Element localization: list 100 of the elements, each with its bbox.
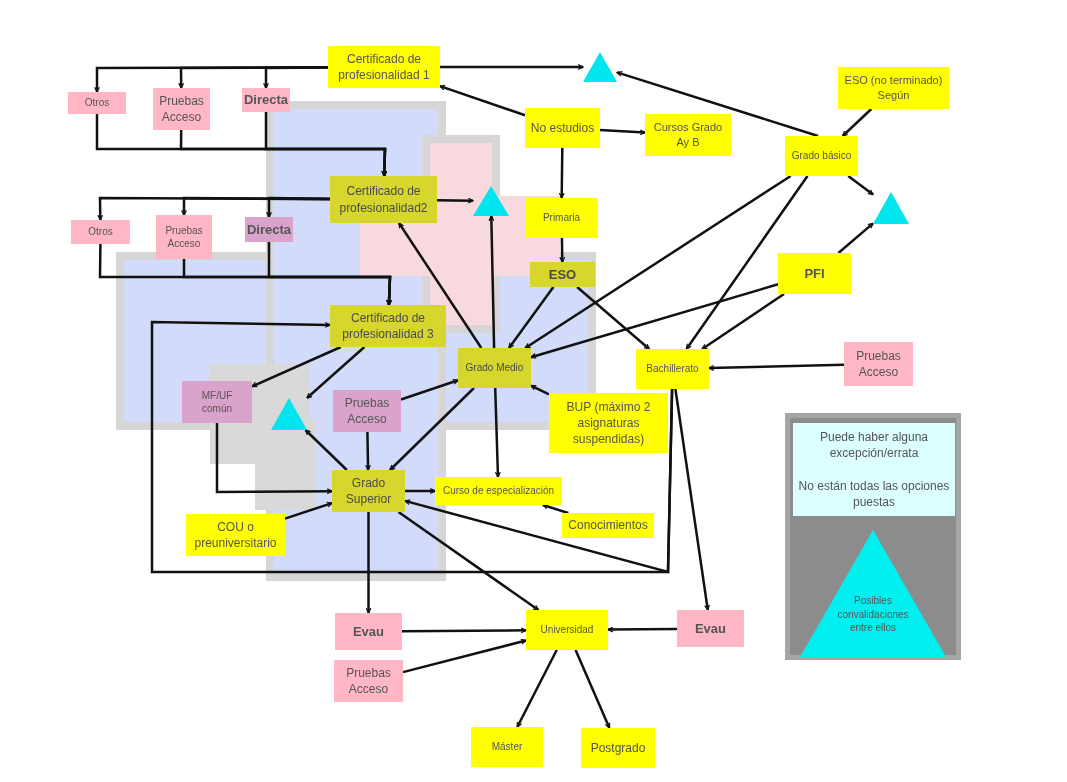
node-label: Pruebas Acceso	[345, 664, 392, 698]
process-box	[785, 136, 858, 176]
process-box	[636, 349, 709, 389]
arrow	[405, 488, 436, 494]
arrow	[397, 222, 483, 349]
arrow	[493, 387, 501, 478]
arrow	[559, 238, 566, 263]
process-box	[525, 198, 598, 238]
triangle-marker	[583, 52, 617, 82]
node-label: Certificado de profesionalidad 1	[337, 50, 431, 84]
arrow	[251, 345, 342, 388]
process-box	[332, 470, 405, 512]
node-label: Postgrado	[590, 739, 646, 757]
process-box	[330, 305, 446, 347]
arrow	[674, 388, 711, 611]
process-box	[186, 514, 285, 556]
node-label: Pruebas Acceso	[343, 394, 391, 428]
node-label: Bachillerato	[646, 362, 699, 376]
node-label: Universidad	[540, 623, 594, 637]
process-box	[458, 348, 531, 388]
process-box	[581, 728, 655, 768]
arrow	[267, 242, 393, 306]
node-label: Puede haber alguna excepción/errata	[818, 429, 930, 462]
arrow	[508, 286, 555, 349]
node-label: Máster	[491, 740, 523, 754]
node-label: Otros	[88, 225, 113, 239]
node-label: Directa	[246, 220, 292, 239]
node-label: Cursos Grado Ay B	[652, 120, 724, 150]
process-box	[333, 390, 401, 432]
arrow	[530, 384, 550, 396]
node-label: ESO	[548, 265, 577, 284]
node-label: COU o preuniversitario	[193, 518, 278, 552]
arrow	[599, 128, 646, 136]
arrow	[524, 174, 792, 350]
triangle-marker	[473, 186, 509, 216]
arrow	[847, 175, 874, 196]
arrow	[616, 70, 820, 138]
arrow	[558, 148, 565, 199]
arrow	[304, 429, 348, 471]
node-label: PFI	[804, 264, 825, 283]
node-label: Evau	[694, 619, 727, 638]
process-box	[844, 342, 913, 386]
arrow	[284, 501, 333, 520]
process-box	[526, 610, 608, 650]
triangle-note	[800, 530, 946, 657]
arrow	[263, 66, 328, 89]
process-box	[156, 215, 212, 259]
process-box	[328, 46, 440, 88]
node-label: No estudios	[530, 119, 595, 137]
note-panel	[785, 413, 961, 660]
arrow	[542, 503, 569, 515]
arrow	[306, 346, 366, 399]
node-label: Pruebas Acceso	[164, 223, 204, 251]
arrow	[607, 626, 677, 633]
node-label: Evau	[352, 622, 385, 641]
arrow	[437, 197, 474, 204]
arrow	[837, 222, 874, 254]
process-box	[334, 660, 403, 702]
arrow	[365, 512, 372, 614]
process-box	[530, 262, 595, 287]
node-label: Otros	[84, 96, 110, 110]
arrow	[400, 378, 459, 401]
arrow	[708, 363, 845, 371]
process-box	[838, 67, 949, 109]
arrow	[685, 175, 809, 350]
arrow	[841, 108, 873, 137]
process-box	[335, 613, 402, 650]
arrow	[530, 283, 779, 359]
node-label: Pruebas Acceso	[855, 347, 902, 381]
arrow	[440, 64, 584, 70]
node-label: Grado Medio	[465, 361, 524, 375]
node-label: Posibles convalidaciones entre ellos	[836, 594, 910, 635]
arrow	[516, 649, 558, 728]
arrow	[488, 215, 496, 349]
process-box	[677, 610, 744, 647]
process-box	[525, 108, 600, 148]
arrow	[574, 649, 611, 729]
process-box	[182, 381, 252, 423]
node-label: Primaria	[542, 211, 581, 225]
arrow	[150, 320, 674, 574]
process-box	[645, 114, 731, 156]
process-box	[435, 477, 562, 505]
process-box	[471, 727, 543, 767]
arrow	[397, 510, 540, 612]
process-box	[330, 176, 437, 223]
arrow	[402, 627, 527, 634]
arrow	[576, 286, 650, 350]
node-label: Grado Superior	[344, 474, 393, 508]
triangle-marker	[271, 398, 307, 430]
arrow	[365, 431, 371, 471]
arrow	[402, 638, 527, 674]
arrow	[264, 112, 388, 177]
node-label: ESO (no terminado) Según	[843, 73, 944, 103]
node-label: Directa	[243, 91, 289, 109]
process-box	[71, 220, 130, 244]
process-box	[562, 513, 654, 538]
arrow	[266, 196, 330, 218]
node-label: MF/UF común	[200, 388, 234, 416]
node-label: Certificado de profesionalidad 3	[341, 309, 435, 343]
process-box	[549, 393, 668, 453]
